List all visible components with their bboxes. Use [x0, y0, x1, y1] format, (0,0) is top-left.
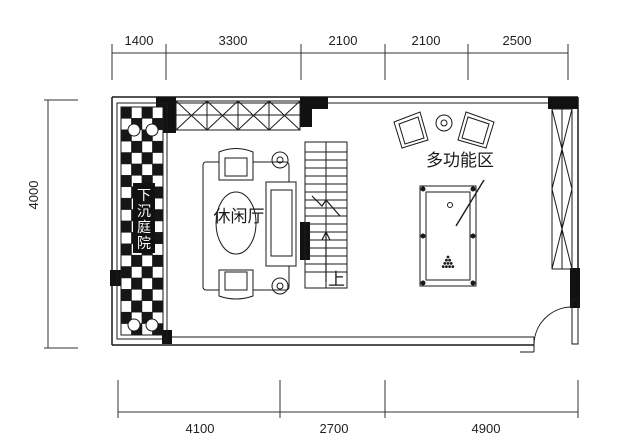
- billiard-ball: [446, 262, 450, 265]
- top-dimension-line: [111, 44, 569, 80]
- courtyard-tile: [141, 266, 153, 279]
- courtyard-tile: [120, 277, 132, 290]
- bottom-dim-3: 4900: [472, 421, 501, 436]
- top-dim-1: 1400: [125, 33, 154, 48]
- billiard-ball: [445, 265, 448, 268]
- courtyard-tile: [131, 163, 143, 176]
- courtyard-tile: [120, 220, 132, 233]
- courtyard-tile: [131, 277, 143, 290]
- courtyard-tile: [152, 106, 164, 119]
- top-dim-3: 2100: [329, 33, 358, 48]
- courtyard-tile: [152, 277, 164, 290]
- courtyard-tile: [131, 289, 143, 302]
- bottom-dimension-line: [117, 380, 579, 418]
- billiard-ball: [443, 262, 447, 265]
- courtyard-tile: [152, 140, 164, 153]
- billiard-table: [419, 179, 485, 287]
- bottom-dim-2: 2700: [320, 421, 349, 436]
- courtyard-tile: [152, 289, 164, 302]
- top-dim-4: 2100: [412, 33, 441, 48]
- courtyard-label-char-2: 沉: [137, 204, 151, 220]
- courtyard-tile: [152, 254, 164, 267]
- ball-rack: [441, 255, 455, 268]
- bottom-dim-1: 4100: [186, 421, 215, 436]
- courtyard-tile: [131, 300, 143, 313]
- courtyard-tile: [120, 106, 132, 119]
- courtyard-tile: [120, 232, 132, 245]
- multi-function-area-label: 多功能区: [426, 151, 494, 171]
- lounge-chairs: [393, 111, 495, 149]
- billiard-ball: [441, 265, 445, 268]
- courtyard-tile: [152, 152, 164, 165]
- courtyard-label-char-3: 庭: [137, 219, 151, 236]
- courtyard-label-char-1: 下: [137, 188, 151, 204]
- courtyard-tile: [141, 140, 153, 153]
- courtyard-tile: [131, 266, 143, 279]
- courtyard-tile: [141, 277, 153, 290]
- courtyard-label-char-4: 院: [137, 236, 151, 252]
- top-window: [175, 100, 301, 131]
- leisure-hall-label: 休闲厅: [214, 207, 265, 227]
- courtyard-tile: [141, 254, 153, 267]
- courtyard-tile: [131, 254, 143, 267]
- billiard-ball: [448, 258, 451, 262]
- entry-door: [520, 299, 579, 353]
- courtyard-border: [116, 102, 168, 340]
- leisure-furniture: [202, 148, 297, 300]
- courtyard-tile: [141, 152, 153, 165]
- top-dim-5: 2500: [503, 33, 532, 48]
- courtyard-tile: [120, 289, 132, 302]
- courtyard-tile: [120, 140, 132, 153]
- top-dim-2: 3300: [219, 33, 248, 48]
- stair-up-label: 上: [328, 270, 345, 290]
- courtyard-tile: [120, 243, 132, 256]
- right-window: [551, 108, 573, 270]
- courtyard-tile: [141, 300, 153, 313]
- courtyard-tile: [152, 266, 164, 279]
- courtyard-tile: [141, 106, 153, 119]
- billiard-ball: [451, 265, 455, 268]
- courtyard-tile: [120, 152, 132, 165]
- courtyard-tile: [131, 106, 143, 119]
- wall-columns: [110, 97, 580, 344]
- courtyard-tile: [120, 186, 132, 199]
- staircase: [304, 141, 348, 289]
- billiard-ball: [449, 262, 453, 265]
- billiard-ball: [445, 258, 448, 262]
- billiard-ball: [448, 265, 451, 268]
- courtyard-tile: [120, 163, 132, 176]
- left-dimension-line: [44, 99, 78, 349]
- courtyard-tile: [152, 300, 164, 313]
- courtyard-tile: [120, 175, 132, 188]
- courtyard-tile: [131, 152, 143, 165]
- courtyard-tile: [120, 209, 132, 222]
- outer-walls: [111, 96, 579, 346]
- courtyard-tile: [120, 254, 132, 267]
- courtyard-tile: [131, 140, 143, 153]
- courtyard-tile: [120, 266, 132, 279]
- courtyard-tile: [120, 197, 132, 210]
- courtyard-tile: [120, 300, 132, 313]
- left-dim: 4000: [26, 181, 41, 210]
- courtyard-label-bg: [133, 183, 155, 253]
- billiard-ball: [446, 255, 450, 259]
- courtyard-tile: [141, 289, 153, 302]
- courtyard-plants: [127, 123, 159, 332]
- courtyard-tile: [141, 163, 153, 176]
- courtyard-tile: [152, 163, 164, 176]
